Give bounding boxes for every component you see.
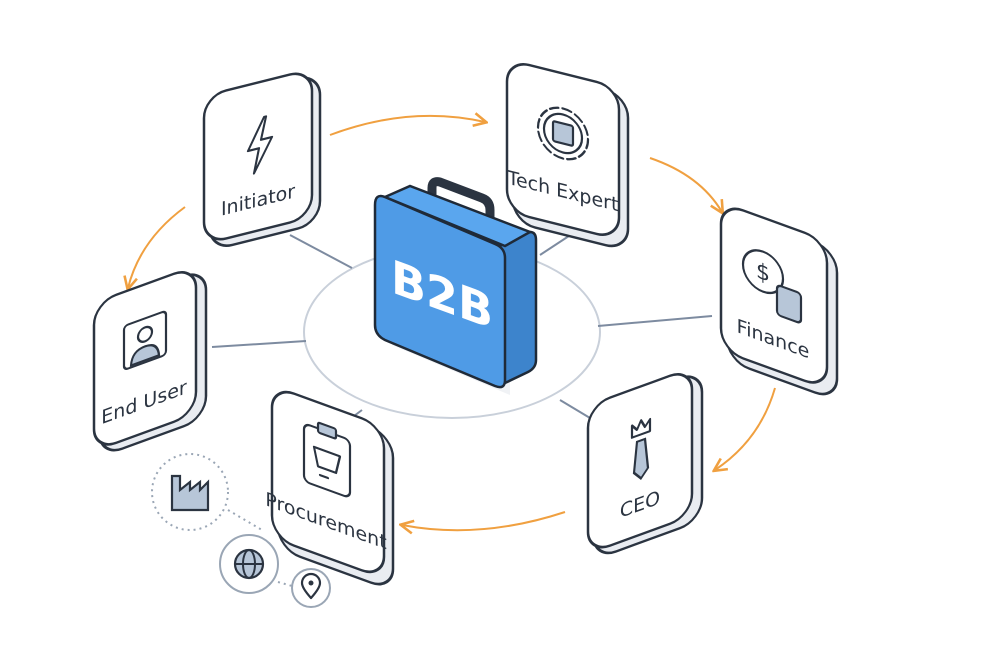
location-pin-icon [300, 572, 322, 600]
flow-arrows [128, 116, 776, 530]
arrow-initiator-to-tech [329, 116, 485, 136]
factory-icon [170, 474, 210, 512]
tile-ceo[interactable]: CEO [586, 364, 704, 561]
arrow-finance-to-ceo [715, 387, 776, 470]
arrow-ceo-to-procurement [402, 511, 566, 530]
globe-icon [233, 548, 265, 580]
connectors [211, 231, 713, 426]
b2b-briefcase: B2B [373, 177, 538, 395]
tile-tech-expert[interactable]: Tech Expert [505, 59, 630, 250]
connector-ceo [559, 399, 591, 419]
tile-procurement[interactable]: Procurement [265, 383, 395, 590]
user-screen-icon [122, 310, 168, 370]
crown-tie-icon [630, 417, 652, 481]
tile-end-user[interactable]: End User [92, 262, 208, 459]
tile-initiator[interactable]: Initiator [202, 67, 322, 252]
arrow-tech-to-finance [649, 157, 722, 212]
connector-end-user [211, 340, 307, 348]
svg-text:$: $ [756, 258, 770, 288]
lightning-icon [246, 115, 274, 175]
connector-finance [597, 315, 713, 327]
supply-network-icons [151, 453, 331, 608]
dollar-calculator-icon: $ [741, 249, 803, 324]
arrow-initiator-to-end-user [128, 206, 186, 288]
tile-finance[interactable]: $ Finance [719, 202, 839, 400]
clipboard-cart-icon [302, 421, 352, 498]
connector-initiator [289, 234, 353, 269]
gear-chip-icon [536, 106, 590, 161]
